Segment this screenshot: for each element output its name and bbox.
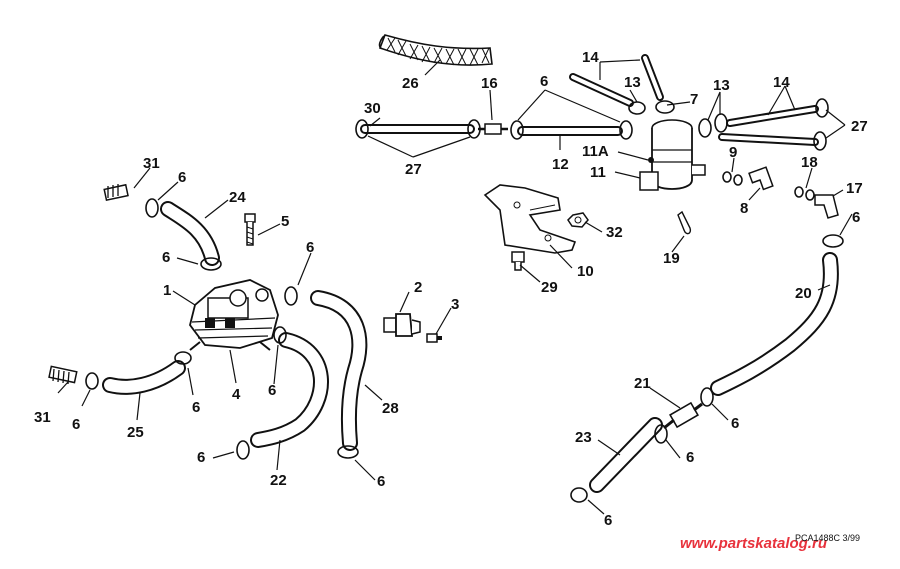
connector-16 <box>478 123 508 135</box>
label-6-k: 6 <box>731 415 739 432</box>
elbow-fitting-17 <box>814 194 839 219</box>
leader-lines <box>57 59 853 515</box>
label-8: 8 <box>740 200 748 217</box>
label-6-m: 6 <box>604 512 612 529</box>
elbow-fitting-8 <box>748 166 774 191</box>
label-13-right: 13 <box>713 77 730 94</box>
label-3: 3 <box>451 296 459 313</box>
label-14-left: 14 <box>582 49 599 66</box>
label-11a: 11A <box>582 143 609 160</box>
hose-20 <box>710 252 839 396</box>
screw-3 <box>426 333 442 343</box>
sensor-2 <box>383 313 421 337</box>
label-31-bottom: 31 <box>34 409 51 426</box>
label-7: 7 <box>690 91 698 108</box>
label-5: 5 <box>281 213 289 230</box>
label-11: 11 <box>590 164 606 181</box>
hose-22 <box>250 332 329 448</box>
label-9: 9 <box>729 144 737 161</box>
label-18: 18 <box>801 154 818 171</box>
label-6-b: 6 <box>162 249 170 266</box>
label-32: 32 <box>606 224 623 241</box>
label-28: 28 <box>382 400 399 417</box>
label-6-c: 6 <box>306 239 314 256</box>
label-6-j: 6 <box>852 209 860 226</box>
hose-24 <box>160 201 220 266</box>
label-6-f: 6 <box>72 416 80 433</box>
label-26: 26 <box>402 75 419 92</box>
label-30: 30 <box>364 100 381 117</box>
hose-25 <box>102 360 186 395</box>
hose-14-b <box>641 54 664 101</box>
label-6-e: 6 <box>268 382 276 399</box>
hose-14-c <box>726 105 819 127</box>
label-4: 4 <box>232 386 241 403</box>
label-14-right: 14 <box>773 74 790 91</box>
label-31-top: 31 <box>143 155 160 172</box>
label-6-d: 6 <box>192 399 200 416</box>
inline-filter-21 <box>663 401 703 430</box>
clip-19 <box>677 210 692 235</box>
label-29: 29 <box>541 279 558 296</box>
o-rings-18 <box>794 186 815 201</box>
fuel-pump-1 <box>189 279 279 351</box>
fitting-31-bottom <box>48 365 78 385</box>
fuel-filter-11 <box>639 119 706 191</box>
braided-sleeve-26 <box>378 34 493 66</box>
o-rings-9 <box>722 171 743 186</box>
callout-labels: 31 6 24 5 6 6 1 2 3 4 6 6 31 6 25 28 6 2… <box>34 49 868 529</box>
label-1: 1 <box>163 282 171 299</box>
bracket-10 <box>483 184 577 254</box>
drawing-code: PCA1488C 3/99 <box>795 533 860 543</box>
fitting-31-top <box>103 183 129 202</box>
label-22: 22 <box>270 472 287 489</box>
hose-14-d <box>718 133 819 146</box>
label-6-i: 6 <box>540 73 548 90</box>
label-27-left: 27 <box>405 161 422 178</box>
nut-32 <box>567 212 589 228</box>
label-13-left: 13 <box>624 74 641 91</box>
label-17: 17 <box>846 180 863 197</box>
label-21: 21 <box>634 375 651 392</box>
label-27-right: 27 <box>851 118 868 135</box>
label-24: 24 <box>229 189 246 206</box>
screw-5 <box>244 213 256 246</box>
clamps-6 <box>85 98 844 503</box>
label-6-a: 6 <box>178 169 186 186</box>
label-2: 2 <box>414 279 422 296</box>
watermark-text: www.partskatalog.ru <box>680 535 827 552</box>
hose-14-a <box>569 73 634 107</box>
label-6-l: 6 <box>686 449 694 466</box>
label-19: 19 <box>663 250 680 267</box>
label-10: 10 <box>577 263 594 280</box>
label-12: 12 <box>552 156 569 173</box>
hose-28 <box>310 290 368 451</box>
label-6-h: 6 <box>377 473 385 490</box>
label-25: 25 <box>127 424 144 441</box>
hose-23 <box>589 417 663 493</box>
label-23: 23 <box>575 429 592 446</box>
label-16: 16 <box>481 75 498 92</box>
label-20: 20 <box>795 285 812 302</box>
label-6-g: 6 <box>197 449 205 466</box>
